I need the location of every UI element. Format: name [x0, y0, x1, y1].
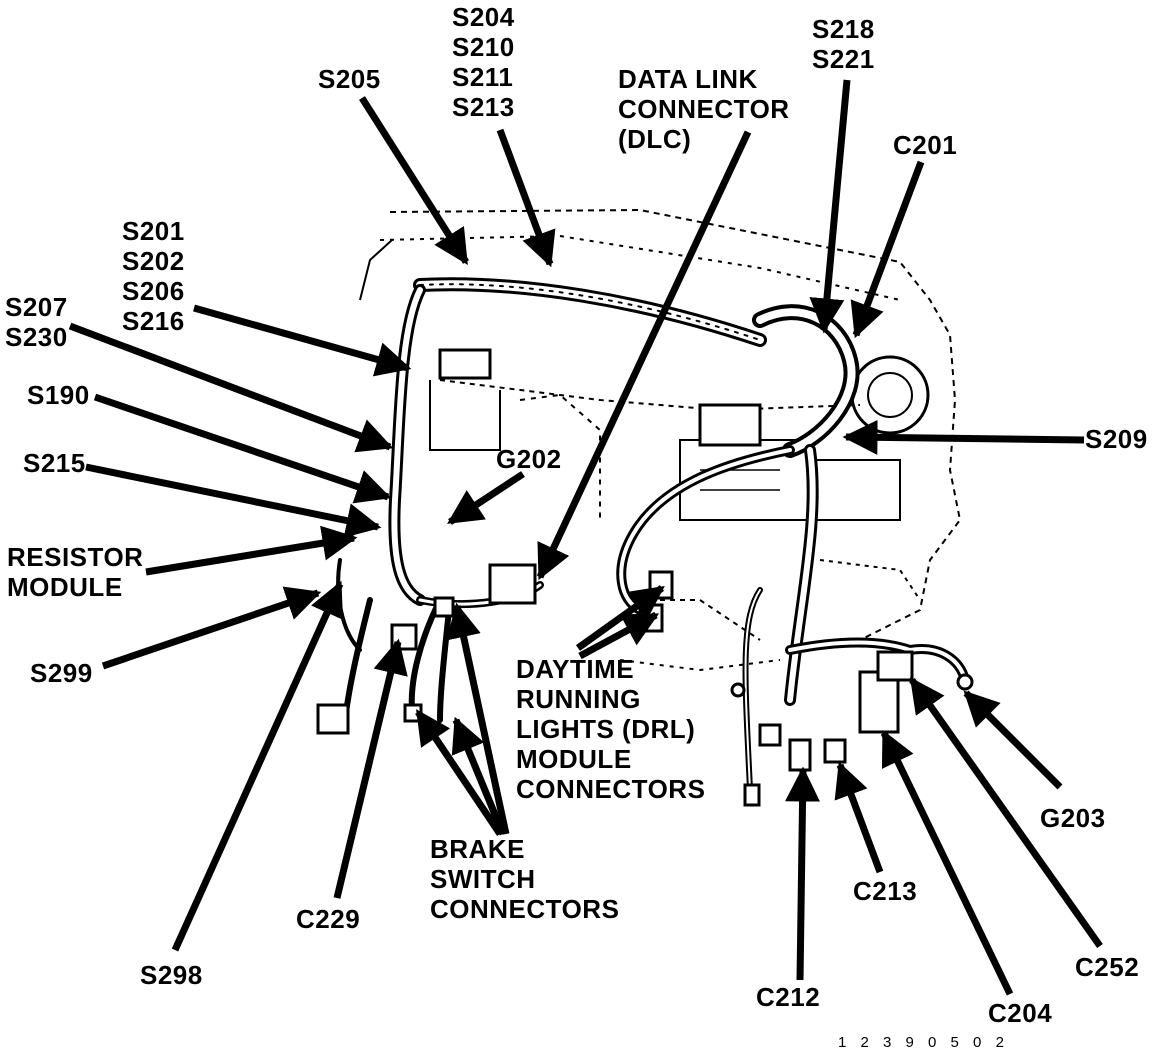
- arrow-c213: [834, 761, 884, 874]
- label-c212: C212: [756, 982, 821, 1012]
- label-dlc: DATA LINK CONNECTOR (DLC): [618, 64, 790, 154]
- label-resistor-module: RESISTOR MODULE: [7, 542, 143, 602]
- label-brake-line3: CONNECTORS: [430, 894, 620, 924]
- arrow-resistor-module: [145, 525, 358, 576]
- arrow-s205: [359, 96, 469, 265]
- arrow-g202: [447, 471, 525, 525]
- label-s205: S205: [318, 64, 381, 94]
- label-s201-group: S201 S202 S206 S216: [122, 216, 185, 336]
- label-g202: G202: [496, 444, 562, 474]
- label-dlc-line1: DATA LINK: [618, 64, 758, 94]
- arrow-s298: [171, 580, 344, 952]
- label-s207: S207: [5, 292, 68, 322]
- label-drl-line4: MODULE: [516, 744, 632, 774]
- label-s204: S204: [452, 2, 515, 32]
- arrow-c252: [909, 677, 1103, 949]
- label-s218: S218: [812, 14, 875, 44]
- label-g203: G203: [1040, 803, 1106, 833]
- label-s201: S201: [122, 216, 185, 246]
- label-brake: BRAKE SWITCH CONNECTORS: [430, 834, 619, 924]
- label-drl-line5: CONNECTORS: [516, 774, 706, 804]
- arrow-c201: [850, 160, 925, 339]
- label-s190: S190: [27, 380, 90, 410]
- arrow-s209: [842, 419, 1085, 455]
- label-drl-line3: LIGHTS (DRL): [516, 714, 696, 744]
- label-s207-group: S207 S230: [5, 292, 68, 352]
- arrow-s215: [85, 463, 382, 538]
- arrow-s218-group: [809, 79, 851, 334]
- label-s230: S230: [5, 322, 68, 352]
- label-s211: S211: [452, 62, 514, 92]
- arrow-brake-3: [446, 602, 510, 835]
- label-brake-line2: SWITCH: [430, 864, 536, 894]
- callout-arrows: [68, 79, 1103, 996]
- label-resistor-line2: MODULE: [7, 572, 123, 602]
- label-s215: S215: [23, 448, 86, 478]
- wiring-harness: [336, 277, 970, 793]
- label-s210: S210: [452, 32, 515, 62]
- arrow-s207-group: [68, 322, 394, 453]
- label-s209: S209: [1085, 424, 1148, 454]
- label-drl-line1: DAYTIME: [516, 654, 635, 684]
- label-s216: S216: [122, 306, 185, 336]
- arrow-brake-1: [415, 709, 503, 836]
- label-s218-group: S218 S221: [812, 14, 875, 74]
- arrow-g203: [963, 690, 1063, 790]
- label-resistor-line1: RESISTOR: [7, 542, 144, 572]
- arrow-s299: [101, 586, 322, 670]
- label-dlc-line2: CONNECTOR: [618, 94, 790, 124]
- label-s202: S202: [122, 246, 185, 276]
- arrow-dlc: [536, 130, 752, 581]
- arrow-brake-2: [451, 716, 507, 836]
- label-c229: C229: [296, 904, 361, 934]
- label-s221: S221: [812, 44, 875, 74]
- label-brake-line1: BRAKE: [430, 834, 525, 864]
- figure-number: 1 2 3 9 0 5 0 2: [838, 1034, 1009, 1051]
- label-drl-line2: RUNNING: [516, 684, 641, 714]
- label-s298: S298: [140, 960, 203, 990]
- arrow-s204-group: [496, 128, 556, 268]
- arrow-c212: [785, 766, 821, 981]
- arrow-s190: [93, 393, 392, 504]
- arrow-c204: [880, 729, 1014, 996]
- arrow-drl-2: [578, 611, 660, 660]
- label-s206: S206: [122, 276, 185, 306]
- label-c213: C213: [853, 876, 918, 906]
- label-drl: DAYTIME RUNNING LIGHTS (DRL) MODULE CONN…: [516, 654, 705, 804]
- label-c204: C204: [988, 998, 1053, 1028]
- label-s213: S213: [452, 92, 515, 122]
- label-s299: S299: [30, 658, 93, 688]
- arrow-s201-group: [193, 304, 412, 377]
- label-c201: C201: [893, 130, 958, 160]
- label-c252: C252: [1075, 952, 1140, 982]
- arrow-c229: [333, 638, 408, 899]
- label-s204-group: S204 S210 S211 S213: [452, 2, 515, 122]
- label-dlc-line3: (DLC): [618, 124, 692, 154]
